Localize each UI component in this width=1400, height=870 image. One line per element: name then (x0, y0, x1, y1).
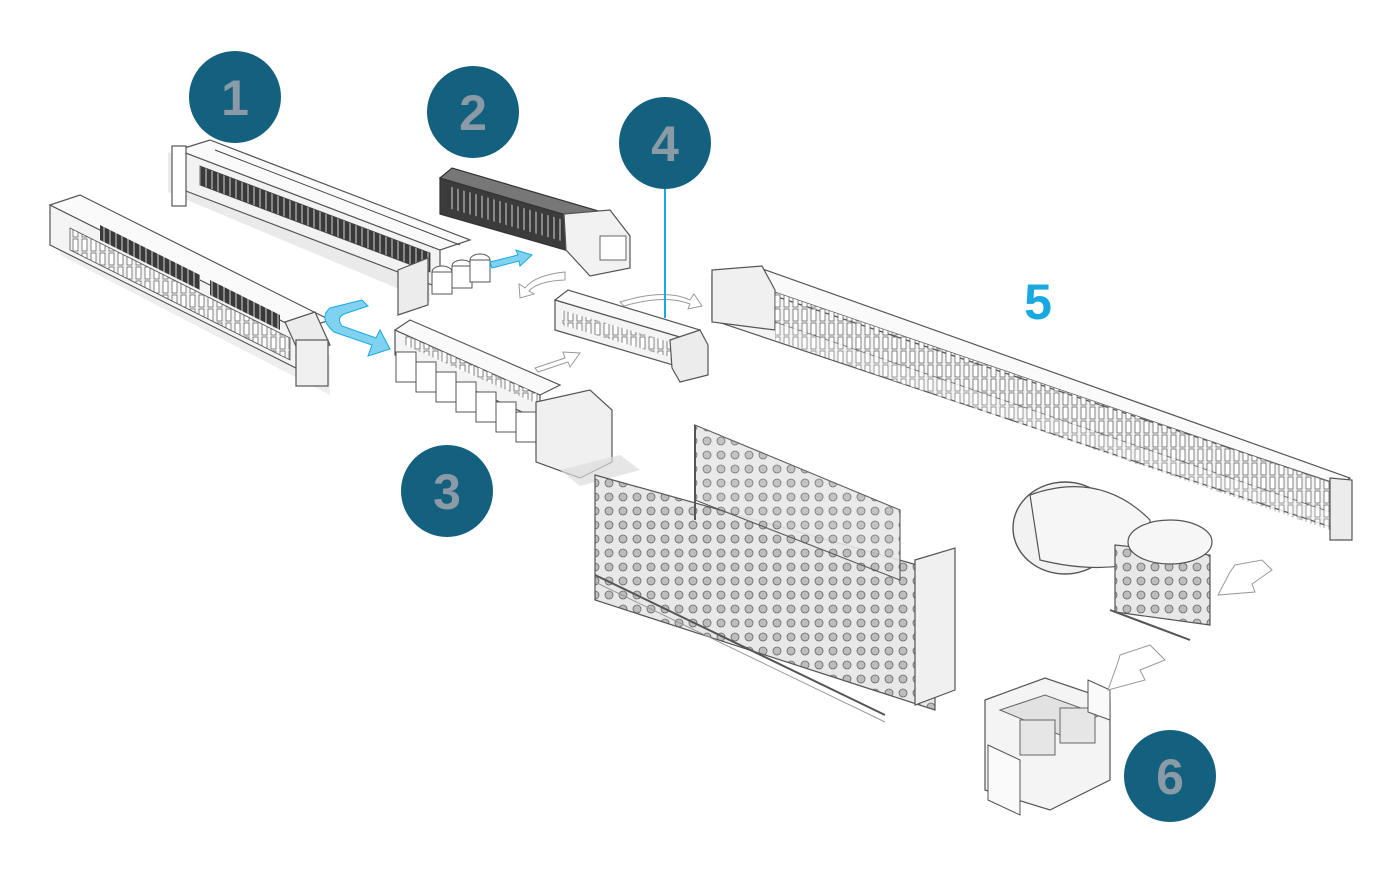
step-badge-1-label: 1 (221, 70, 249, 126)
step-badge-6-label: 6 (1156, 749, 1184, 805)
arrow-autoclave-to-6 (1107, 644, 1166, 691)
blue-arrow-1-to-2 (489, 249, 533, 269)
can-row (431, 253, 491, 295)
step-badge-2-label: 2 (459, 85, 487, 141)
packing-station (984, 677, 1111, 816)
arrow-4-to-5 (619, 293, 703, 310)
draw-frame-machine (438, 167, 631, 277)
step-badge-4-label: 4 (651, 116, 679, 172)
step-badge-6: 6 (1124, 730, 1216, 822)
step-badge-4: 4 (619, 97, 711, 189)
blue-arrow-1-to-3 (324, 299, 391, 357)
second-ring-frame-machine (48, 194, 332, 395)
arrow-2-to-4 (518, 271, 566, 299)
step-badge-2: 2 (427, 66, 519, 158)
can-row (395, 351, 537, 443)
flow-arrows (324, 249, 1273, 691)
autoclave-steamer (1012, 481, 1213, 641)
ring-frame-machine (168, 139, 491, 316)
can-feed-machine (393, 319, 640, 486)
step-badge-1: 1 (189, 51, 281, 143)
arrow-3-to-4 (534, 351, 581, 373)
winding-machine (711, 265, 1353, 541)
roving-frame-machine (553, 289, 709, 383)
creel-rack-machine (594, 424, 956, 723)
step-badge-3-label: 3 (433, 464, 461, 520)
step-5-label: 5 (1024, 274, 1052, 330)
step-badge-3: 3 (401, 445, 493, 537)
arrow-5-to-autoclave (1217, 559, 1273, 596)
